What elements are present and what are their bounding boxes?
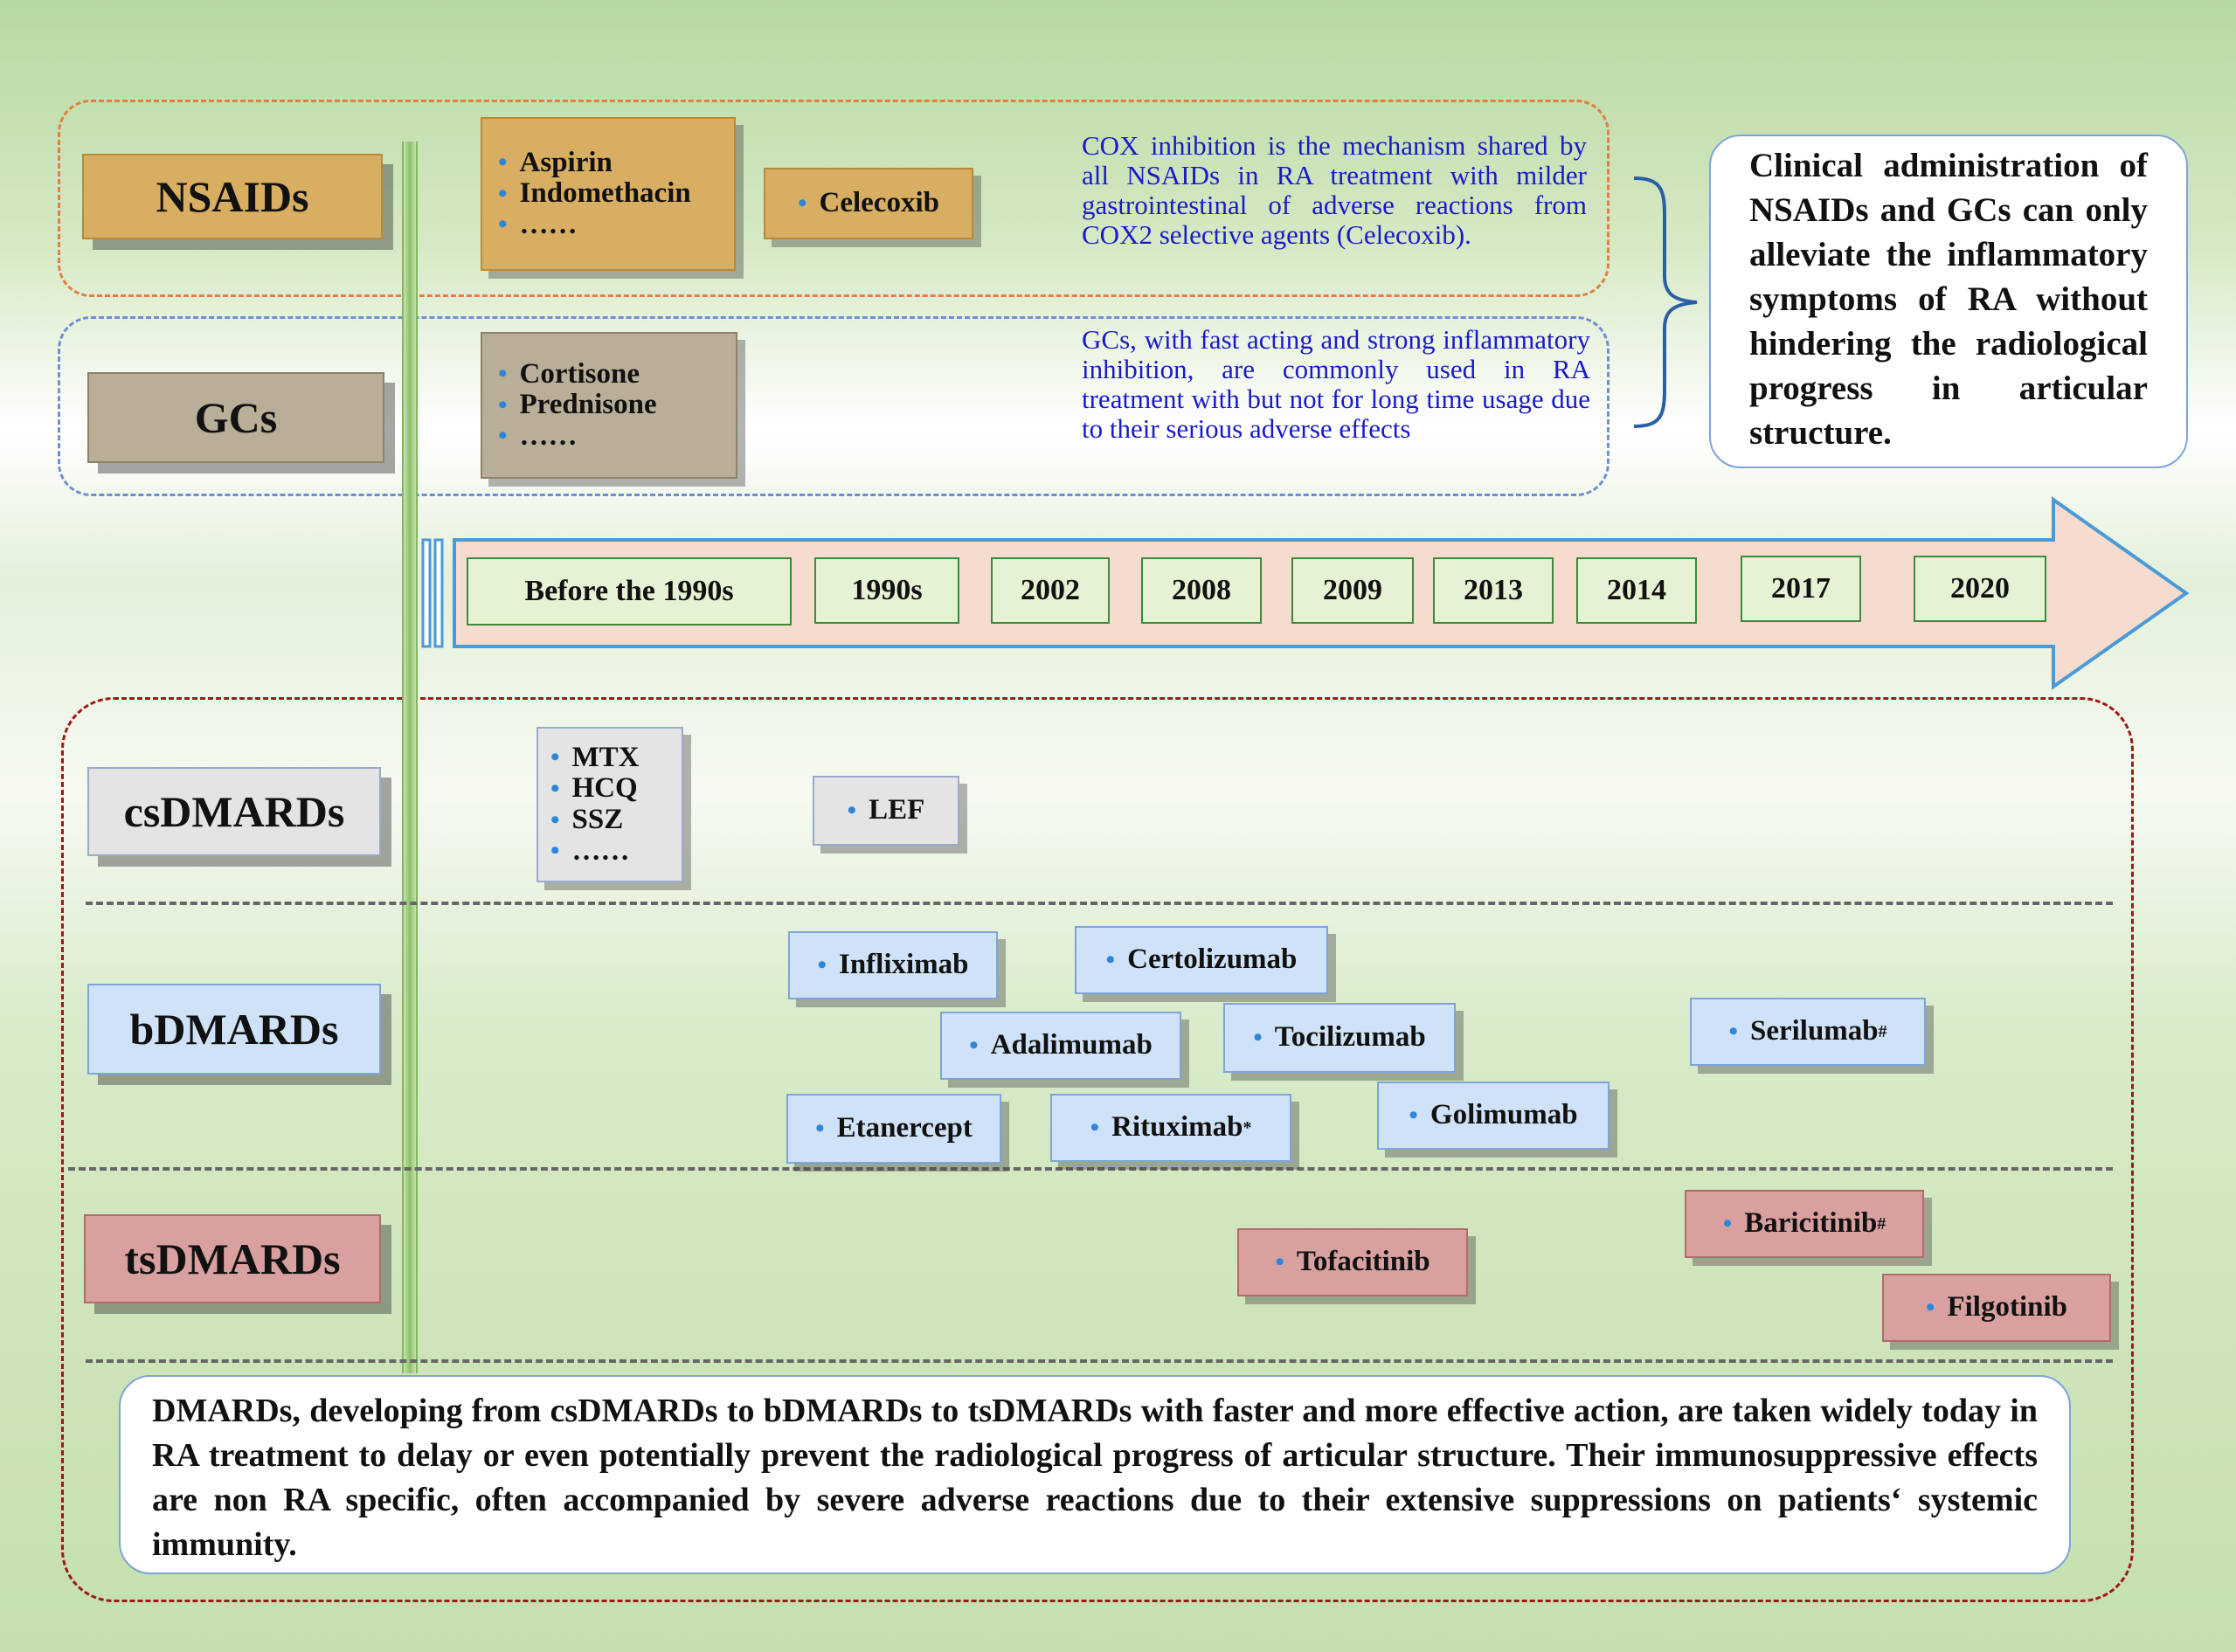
drug-ellipsis: …… xyxy=(498,420,720,453)
drug-lef-label: LEF xyxy=(848,795,924,826)
drug-tocilizumab-label: Tocilizumab xyxy=(1253,1022,1426,1054)
drug-serilumab-name: Serilumab xyxy=(1749,1015,1879,1047)
drug-rituximab-label: Rituximab* xyxy=(1090,1111,1251,1144)
drug-mtx: MTX xyxy=(550,742,669,774)
dmards-group-frame xyxy=(61,697,2134,1602)
drug-baricitinib-name: Baricitinib xyxy=(1744,1207,1878,1240)
drug-lef: LEF xyxy=(813,776,959,846)
drug-indomethacin: Indomethacin xyxy=(498,178,718,210)
drug-infliximab-label: Infliximab xyxy=(817,950,969,981)
row-divider-cs-b xyxy=(86,902,2113,905)
gcs-effect-note: GCs, with fast acting and strong inflamm… xyxy=(1082,324,1590,444)
drug-baricitinib: Baricitinib# xyxy=(1685,1190,1924,1258)
category-tsdmards: tsDMARDs xyxy=(84,1214,381,1303)
timeline-1990s: 1990s xyxy=(814,557,959,624)
clinical-administration-text: Clinical administration of NSAIDs and GC… xyxy=(1749,147,2148,452)
clinical-administration-box: Clinical administration of NSAIDs and GC… xyxy=(1709,135,2188,468)
drug-certolizumab-label: Certolizumab xyxy=(1106,944,1297,976)
drug-hcq: HCQ xyxy=(550,773,669,805)
dmards-summary-box: DMARDs, developing from csDMARDs to bDMA… xyxy=(119,1375,2071,1574)
gcs-group-frame xyxy=(58,316,1610,496)
drug-prednisone: Prednisone xyxy=(498,390,720,421)
drug-filgotinib: Filgotinib xyxy=(1882,1274,2111,1342)
drug-etanercept: Etanercept xyxy=(786,1094,1001,1164)
drug-etanercept-label: Etanercept xyxy=(815,1113,973,1144)
drug-infliximab: Infliximab xyxy=(788,931,998,999)
timeline-2017: 2017 xyxy=(1741,556,1861,622)
drug-ellipsis: …… xyxy=(550,835,669,867)
drug-aspirin: Aspirin xyxy=(498,147,718,179)
timeline-before-1990s: Before the 1990s xyxy=(467,557,792,626)
timeline-2002: 2002 xyxy=(991,557,1110,624)
drug-golimumab-label: Golimumab xyxy=(1409,1100,1578,1131)
drug-rituximab: Rituximab* xyxy=(1050,1094,1291,1162)
category-nsaids: NSAIDs xyxy=(82,154,383,239)
drug-tofacitinib-label: Tofacitinib xyxy=(1275,1247,1430,1278)
vertical-divider xyxy=(402,142,418,1373)
drug-rituximab-name: Rituximab xyxy=(1111,1111,1243,1144)
timeline-2013: 2013 xyxy=(1433,557,1554,624)
drug-celecoxib-label: Celecoxib xyxy=(798,188,939,219)
category-csdmards: csDMARDs xyxy=(87,767,381,856)
drug-tocilizumab: Tocilizumab xyxy=(1223,1003,1456,1073)
drug-serilumab-label: Serilumab# xyxy=(1728,1015,1887,1047)
nsaids-group-frame xyxy=(58,100,1610,297)
csdmards-drug-list: MTX HCQ SSZ …… xyxy=(537,727,683,882)
timeline-2009: 2009 xyxy=(1291,557,1414,624)
curly-brace xyxy=(1633,176,1698,428)
drug-ellipsis: …… xyxy=(498,209,718,241)
row-divider-ts-summary xyxy=(86,1359,2113,1363)
drug-certolizumab: Certolizumab xyxy=(1075,926,1328,994)
timeline-2014: 2014 xyxy=(1576,557,1697,624)
timeline-2008: 2008 xyxy=(1141,557,1262,624)
row-divider-b-ts xyxy=(68,1167,2113,1171)
drug-baricitinib-label: Baricitinib# xyxy=(1723,1208,1886,1240)
dmards-summary-text: DMARDs, developing from csDMARDs to bDMA… xyxy=(152,1393,2038,1563)
category-bdmards: bDMARDs xyxy=(87,984,381,1075)
nsaids-drug-list: Aspirin Indomethacin …… xyxy=(481,117,736,271)
nsaids-mechanism-note: COX inhibition is the mechanism shared b… xyxy=(1082,130,1587,250)
timeline-2020: 2020 xyxy=(1914,556,2046,622)
drug-adalimumab-label: Adalimumab xyxy=(969,1030,1153,1061)
drug-golimumab: Golimumab xyxy=(1377,1082,1610,1150)
drug-adalimumab: Adalimumab xyxy=(940,1012,1181,1080)
category-gcs: GCs xyxy=(87,372,384,463)
drug-tofacitinib: Tofacitinib xyxy=(1237,1228,1468,1296)
gcs-drug-list: Cortisone Prednisone …… xyxy=(481,332,737,479)
drug-filgotinib-label: Filgotinib xyxy=(1926,1292,2067,1324)
drug-ssz: SSZ xyxy=(550,804,669,836)
drug-serilumab: Serilumab# xyxy=(1690,998,1926,1066)
drug-celecoxib: Celecoxib xyxy=(764,168,973,239)
drug-cortisone: Cortisone xyxy=(498,358,720,391)
